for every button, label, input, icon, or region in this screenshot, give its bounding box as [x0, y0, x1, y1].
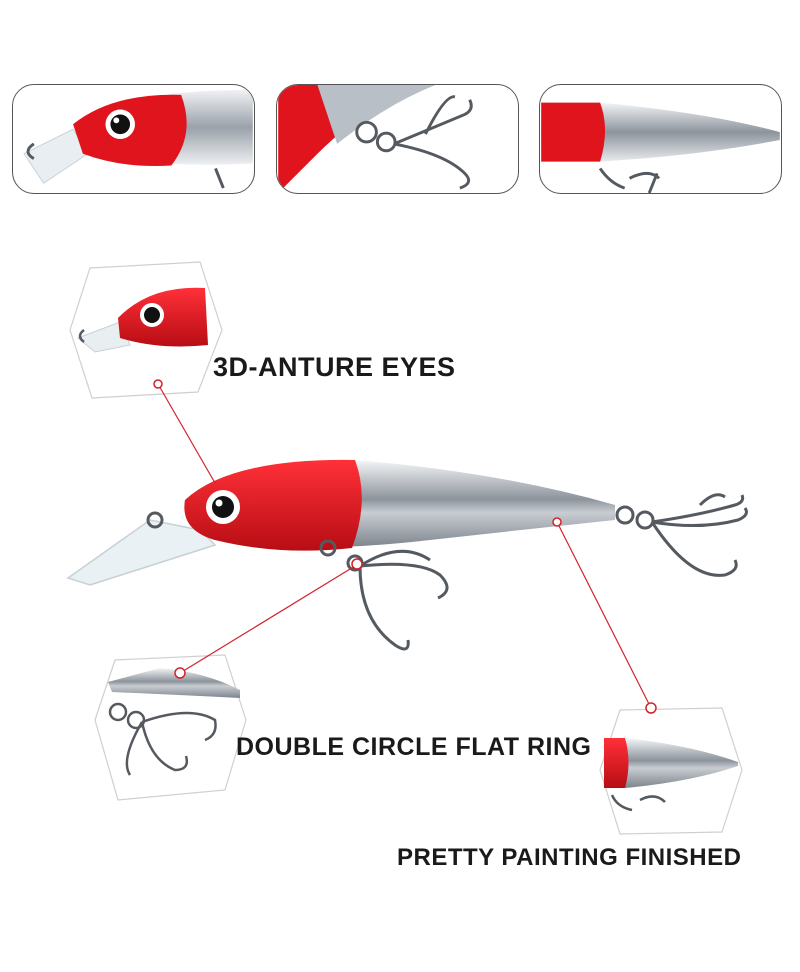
rear-treble-hook-icon [615, 493, 748, 577]
thumbnail-ring-detail [276, 84, 519, 194]
front-treble-hook-icon [146, 511, 449, 651]
ring-callout-label: DOUBLE CIRCLE FLAT RING [236, 733, 592, 761]
lure-lip [66, 519, 217, 586]
fishing-lure [66, 459, 748, 651]
lure-hook-closeup [278, 85, 473, 193]
lure-red-head [184, 459, 362, 551]
thumbnail-paint-detail [539, 84, 782, 194]
paint-callout-label: PRETTY PAINTING FINISHED [397, 844, 742, 871]
callout-dots [153, 379, 657, 714]
treble-hook-icon [355, 95, 473, 190]
eyes-callout-label: 3D-ANTURE EYES [213, 352, 456, 382]
thumbnail-eye-detail [12, 84, 255, 194]
callout-lines [157, 383, 652, 709]
lure-eye-closeup [23, 89, 253, 189]
lure-body-closeup [541, 102, 780, 193]
